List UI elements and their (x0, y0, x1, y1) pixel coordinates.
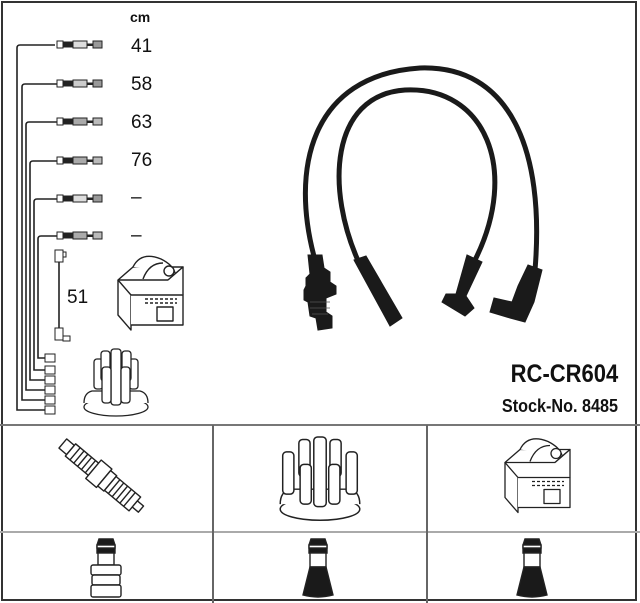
divider-col1 (212, 425, 214, 603)
divider-middle (0, 531, 640, 533)
ignition-coil-icon (504, 438, 571, 514)
product-title: RC-CR604 (510, 360, 618, 388)
unit-label: cm (130, 9, 151, 25)
coil-lead-length: 51 (67, 287, 89, 308)
ignition-coil-icon (117, 255, 184, 331)
coil-connector-icon (516, 538, 548, 598)
distributor-cap-icon (83, 348, 149, 417)
lead-length-1: 41 (131, 36, 153, 57)
lead-length-5: – (131, 187, 142, 208)
lead-length-2: 58 (131, 74, 153, 95)
stock-number: Stock-No. 8485 (501, 396, 618, 416)
cap-connector-icon (302, 538, 334, 598)
divider-top (0, 424, 640, 426)
plug-connector-icon (90, 538, 122, 598)
spark-plug-icon (58, 438, 145, 513)
divider-col2 (426, 425, 428, 603)
distributor-cap-icon (279, 436, 361, 522)
ignition-cable-set-icon (302, 65, 543, 331)
lead-length-4: 76 (131, 150, 153, 171)
wiring-schematic-icon (16, 40, 103, 415)
lead-length-6: – (131, 225, 142, 246)
lead-length-3: 63 (131, 112, 153, 133)
